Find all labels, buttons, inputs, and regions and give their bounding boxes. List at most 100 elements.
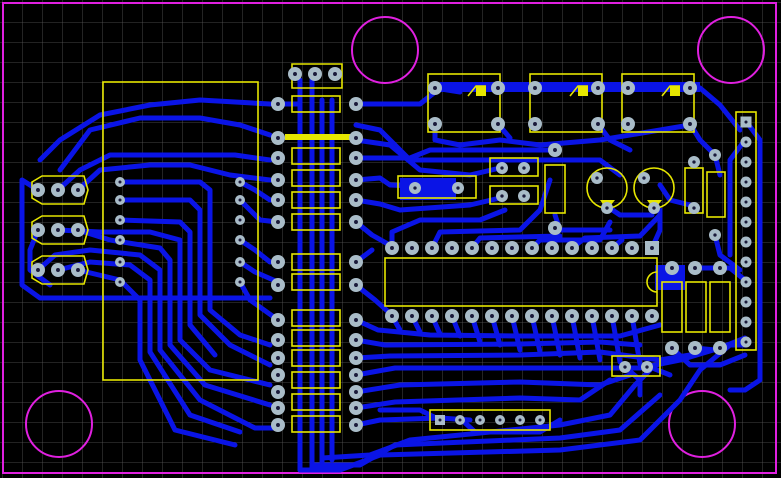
pad-hole <box>118 238 122 242</box>
pad-hole <box>652 206 656 210</box>
pad-hole <box>470 314 474 318</box>
resistor-outline-5 <box>709 281 731 333</box>
pad-hole <box>238 180 242 184</box>
cap-pair-outline-2 <box>489 185 539 205</box>
pad-hole <box>626 86 630 90</box>
pad-hole <box>354 260 358 264</box>
pad-hole <box>500 166 504 170</box>
pad-hole <box>744 160 748 164</box>
pad-hole <box>692 206 696 210</box>
pad-hole <box>518 418 522 422</box>
pad-hole <box>522 194 526 198</box>
resistor-outline-vertical <box>544 164 566 214</box>
pad-hole <box>118 180 122 184</box>
pad-hole <box>744 240 748 244</box>
pad-hole <box>693 266 697 270</box>
pad-hole <box>36 188 40 192</box>
pad-hole <box>333 72 337 76</box>
pad-hole <box>713 233 717 237</box>
crystal-outline <box>397 175 477 199</box>
pad-hole <box>744 200 748 204</box>
pad-hole <box>744 340 748 344</box>
pad-hole <box>744 260 748 264</box>
pad-hole <box>276 178 280 182</box>
right-header-outline <box>735 111 757 351</box>
pad-hole <box>626 122 630 126</box>
pad-hole <box>354 178 358 182</box>
pad-hole <box>538 418 542 422</box>
two-pin-outline <box>611 355 661 377</box>
copper-traces <box>19 77 763 473</box>
silk-bar <box>285 134 353 140</box>
pad-hole <box>510 314 514 318</box>
pad-hole <box>590 246 594 250</box>
left-connector-outlines <box>31 175 89 285</box>
pad-hole <box>390 246 394 250</box>
pad-hole <box>533 122 537 126</box>
pad-hole <box>470 246 474 250</box>
pad-hole <box>642 176 646 180</box>
pad-hole <box>276 373 280 377</box>
pad-hole <box>238 198 242 202</box>
pad-hole <box>76 188 80 192</box>
pad-hole <box>623 365 627 369</box>
pad-hole <box>118 260 122 264</box>
mounting-holes <box>25 16 765 458</box>
pad-hole <box>354 406 358 410</box>
pad-hole <box>354 423 358 427</box>
pad-hole <box>276 423 280 427</box>
pad-hole <box>276 260 280 264</box>
pad-hole <box>533 86 537 90</box>
pad-hole <box>596 86 600 90</box>
pad-hole <box>744 280 748 284</box>
pad-hole <box>276 318 280 322</box>
pad-hole <box>354 318 358 322</box>
pad-hole <box>744 300 748 304</box>
pad-hole <box>354 136 358 140</box>
pad-hole <box>744 180 748 184</box>
pad-hole <box>496 86 500 90</box>
copper-pours <box>400 82 700 290</box>
pad-hole <box>490 246 494 250</box>
pad-hole <box>238 280 242 284</box>
pad-hole <box>430 314 434 318</box>
pad-hole <box>118 218 122 222</box>
pad-hole <box>590 314 594 318</box>
mounting-hole-bottom-left <box>25 390 93 458</box>
pad-hole <box>276 136 280 140</box>
pad-hole <box>496 122 500 126</box>
pad-hole <box>530 246 534 250</box>
pad-hole <box>670 266 674 270</box>
pad-layer <box>31 67 752 432</box>
pad-hole <box>595 176 599 180</box>
bottom-header-outline <box>429 409 551 431</box>
pad-hole <box>438 418 442 422</box>
pad-hole <box>354 198 358 202</box>
pad-hole <box>610 246 614 250</box>
pad-hole <box>354 156 358 160</box>
pad-hole <box>610 314 614 318</box>
pad-hole <box>553 148 557 152</box>
pad-hole <box>744 140 748 144</box>
pad-hole <box>744 120 748 124</box>
pad-hole <box>478 418 482 422</box>
pad-hole <box>490 314 494 318</box>
pad-hole <box>354 373 358 377</box>
pad-hole <box>354 283 358 287</box>
pad-hole <box>570 246 574 250</box>
pad-hole <box>433 122 437 126</box>
pad-hole <box>650 246 654 250</box>
pad-hole <box>354 102 358 106</box>
pad-hole <box>744 320 748 324</box>
pad-hole <box>276 102 280 106</box>
resistor-stack-outlines <box>291 95 341 433</box>
pad-hole <box>510 246 514 250</box>
pad-hole <box>550 246 554 250</box>
pad-hole <box>410 314 414 318</box>
pad-hole <box>430 246 434 250</box>
mounting-hole-top-mid <box>351 16 419 84</box>
pad-hole <box>498 418 502 422</box>
pad-hole <box>354 390 358 394</box>
pad-hole <box>456 186 460 190</box>
